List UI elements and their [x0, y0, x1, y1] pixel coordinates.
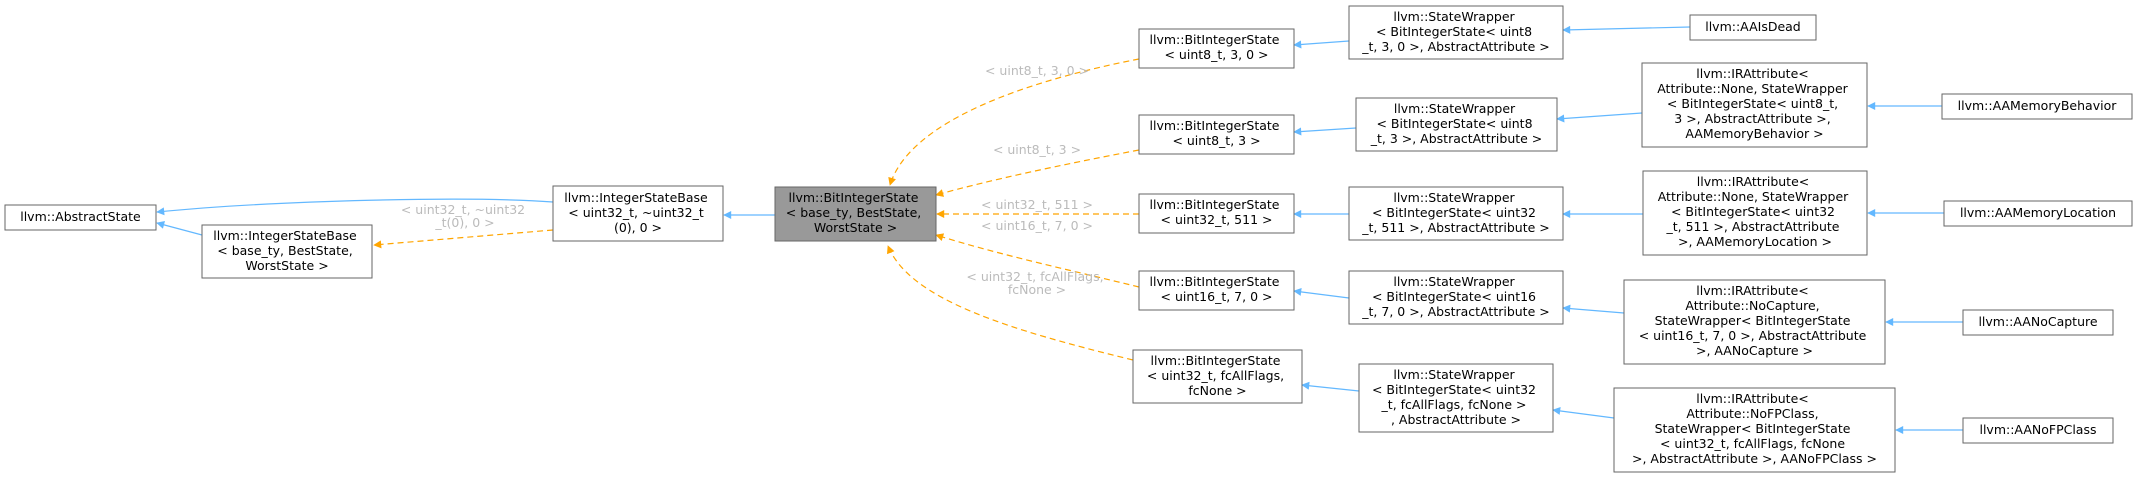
edge-label-uint8-3: < uint8_t, 3 >	[993, 142, 1081, 157]
node-aa-no-capture[interactable]: llvm::AANoCapture	[1962, 309, 2114, 336]
node-integer-state-base-uint32[interactable]: llvm::IntegerStateBase < uint32_t, ~uint…	[552, 185, 724, 242]
edge-state-wrapper-uint8-3-0-to-bit-integer-state	[1293, 40, 1350, 49]
svg-text:llvm::StateWrapper < B: llvm::StateWrapper < BitIntegerState< ui…	[1361, 9, 1549, 54]
node-irattribute-no-capture[interactable]: llvm::IRAttribute< Attribute::NoCapture,…	[1623, 279, 1886, 365]
svg-text:llvm::BitIntegerState: llvm::BitIntegerState < base_ty, BestSta…	[786, 190, 925, 235]
svg-text:llvm::BitIntegerState: llvm::BitIntegerState < uint32_t, fcAllF…	[1147, 353, 1288, 398]
edge-label-uint32-uint32max: < uint32_t, ~uint32 _t(0), 0 >	[401, 202, 529, 230]
svg-text:llvm::IRAttribute< At: llvm::IRAttribute< Attribute::None, Stat…	[1658, 174, 1853, 249]
node-aa-no-fpclass[interactable]: llvm::AANoFPClass	[1962, 417, 2114, 444]
edge-integer-state-base-template-to-abstract-state	[156, 220, 203, 236]
edge-bit-integer-state-uint8-3-0-to-template	[888, 58, 1140, 186]
edge-irattribute-no-capture-to-state-wrapper	[1562, 304, 1625, 314]
svg-text:llvm::BitIntegerState: llvm::BitIntegerState < uint8_t, 3, 0 >	[1150, 32, 1284, 62]
node-bit-integer-state-uint8-3[interactable]: llvm::BitIntegerState < uint8_t, 3 >	[1138, 114, 1295, 155]
svg-text:llvm::AAMemoryLocation: llvm::AAMemoryLocation	[1960, 205, 2116, 220]
edge-bit-integer-state-uint32-fcallflags-to-template	[887, 245, 1134, 361]
node-irattribute-memory-behavior[interactable]: llvm::IRAttribute< Attribute::None, Stat…	[1641, 62, 1868, 148]
node-state-wrapper-uint8-3[interactable]: llvm::StateWrapper < BitIntegerState< ui…	[1355, 97, 1558, 152]
svg-text:llvm::IntegerStateBase: llvm::IntegerStateBase < uint32_t, ~uint…	[564, 190, 711, 235]
svg-text:llvm::AANoCapture: llvm::AANoCapture	[1978, 314, 2097, 329]
svg-text:llvm::BitIntegerState: llvm::BitIntegerState < uint8_t, 3 >	[1150, 118, 1284, 148]
svg-text:llvm::IRAttribute< At: llvm::IRAttribute< Attribute::NoFPClass,…	[1632, 391, 1877, 466]
edge-irattribute-memory-behavior-to-state-wrapper	[1556, 112, 1643, 123]
svg-text:llvm::BitIntegerState: llvm::BitIntegerState < uint32_t, 511 >	[1150, 197, 1284, 227]
svg-text:llvm::IRAttribute< At: llvm::IRAttribute< Attribute::None, Stat…	[1657, 66, 1852, 141]
nodes: llvm::AbstractState llvm::IntegerStateBa…	[4, 5, 2133, 473]
edge-label-uint32-fcallflags: < uint32_t, fcAllFlags, fcNone >	[966, 269, 1107, 297]
svg-text:llvm::AAMemoryBehavior: llvm::AAMemoryBehavior	[1958, 98, 2118, 113]
edge-aa-is-dead-to-state-wrapper	[1562, 25, 1691, 34]
svg-text:llvm::IRAttribute< At: llvm::IRAttribute< Attribute::NoCapture,…	[1639, 283, 1871, 358]
svg-text:llvm::BitIntegerState: llvm::BitIntegerState < uint16_t, 7, 0 >	[1150, 274, 1284, 304]
svg-text:llvm::StateWrapper < B: llvm::StateWrapper < BitIntegerState< ui…	[1372, 367, 1540, 427]
svg-text:llvm::StateWrapper < B: llvm::StateWrapper < BitIntegerState< ui…	[1361, 190, 1549, 235]
svg-text:llvm::AAIsDead: llvm::AAIsDead	[1705, 19, 1801, 34]
node-state-wrapper-uint32-fcallflags[interactable]: llvm::StateWrapper < BitIntegerState< ui…	[1358, 363, 1554, 433]
node-state-wrapper-uint16-7-0[interactable]: llvm::StateWrapper < BitIntegerState< ui…	[1348, 270, 1564, 325]
edge-bit-integer-state-uint16-7-0-to-template	[935, 233, 1140, 288]
edge-labels: < uint32_t, ~uint32 _t(0), 0 > < uint8_t…	[401, 63, 1107, 297]
edge-integer-state-base-uint32-to-template	[373, 229, 554, 249]
node-aa-memory-location[interactable]: llvm::AAMemoryLocation	[1943, 200, 2133, 227]
edges	[156, 25, 1963, 434]
edge-integer-state-base-uint32-to-abstract-state	[156, 198, 554, 216]
node-integer-state-base-template[interactable]: llvm::IntegerStateBase < base_ty, BestSt…	[201, 224, 373, 279]
svg-text:llvm::StateWrapper < B: llvm::StateWrapper < BitIntegerState< ui…	[1370, 101, 1543, 146]
node-bit-integer-state-uint16-7-0[interactable]: llvm::BitIntegerState < uint16_t, 7, 0 >	[1138, 270, 1295, 311]
svg-text:llvm::AbstractState: llvm::AbstractState	[20, 209, 141, 224]
edge-label-uint16-7-0: < uint16_t, 7, 0 >	[981, 218, 1093, 233]
node-state-wrapper-uint8-3-0[interactable]: llvm::StateWrapper < BitIntegerState< ui…	[1348, 5, 1564, 60]
node-abstract-state[interactable]: llvm::AbstractState	[4, 204, 157, 231]
node-bit-integer-state-uint32-fcallflags[interactable]: llvm::BitIntegerState < uint32_t, fcAllF…	[1132, 349, 1303, 404]
edge-irattribute-no-fpclass-to-state-wrapper	[1552, 406, 1615, 419]
edge-label-uint8-3-0: < uint8_t, 3, 0 >	[985, 63, 1089, 78]
node-bit-integer-state-template[interactable]: llvm::BitIntegerState < base_ty, BestSta…	[774, 186, 937, 242]
edge-state-wrapper-uint16-7-0-to-bit-integer-state	[1293, 287, 1350, 299]
node-aa-memory-behavior[interactable]: llvm::AAMemoryBehavior	[1941, 93, 2133, 120]
edge-label-uint32-511: < uint32_t, 511 >	[981, 197, 1093, 212]
edge-state-wrapper-uint8-3-to-bit-integer-state	[1293, 127, 1357, 136]
node-bit-integer-state-uint8-3-0[interactable]: llvm::BitIntegerState < uint8_t, 3, 0 >	[1138, 28, 1295, 69]
node-aa-is-dead[interactable]: llvm::AAIsDead	[1689, 14, 1817, 41]
edge-state-wrapper-uint32-fcallflags-to-bit-integer-state	[1301, 381, 1360, 392]
node-irattribute-no-fpclass[interactable]: llvm::IRAttribute< Attribute::NoFPClass,…	[1613, 387, 1896, 473]
svg-text:llvm::AANoFPClass: llvm::AANoFPClass	[1979, 422, 2096, 437]
node-bit-integer-state-uint32-511[interactable]: llvm::BitIntegerState < uint32_t, 511 >	[1138, 193, 1295, 234]
edge-bit-integer-state-uint8-3-to-template	[935, 149, 1140, 197]
svg-text:llvm::StateWrapper < B: llvm::StateWrapper < BitIntegerState< ui…	[1361, 274, 1549, 319]
svg-text:llvm::IntegerStateBase: llvm::IntegerStateBase < base_ty, BestSt…	[213, 228, 360, 273]
node-irattribute-memory-location[interactable]: llvm::IRAttribute< Attribute::None, Stat…	[1642, 170, 1868, 256]
node-state-wrapper-uint32-511[interactable]: llvm::StateWrapper < BitIntegerState< ui…	[1348, 186, 1564, 241]
